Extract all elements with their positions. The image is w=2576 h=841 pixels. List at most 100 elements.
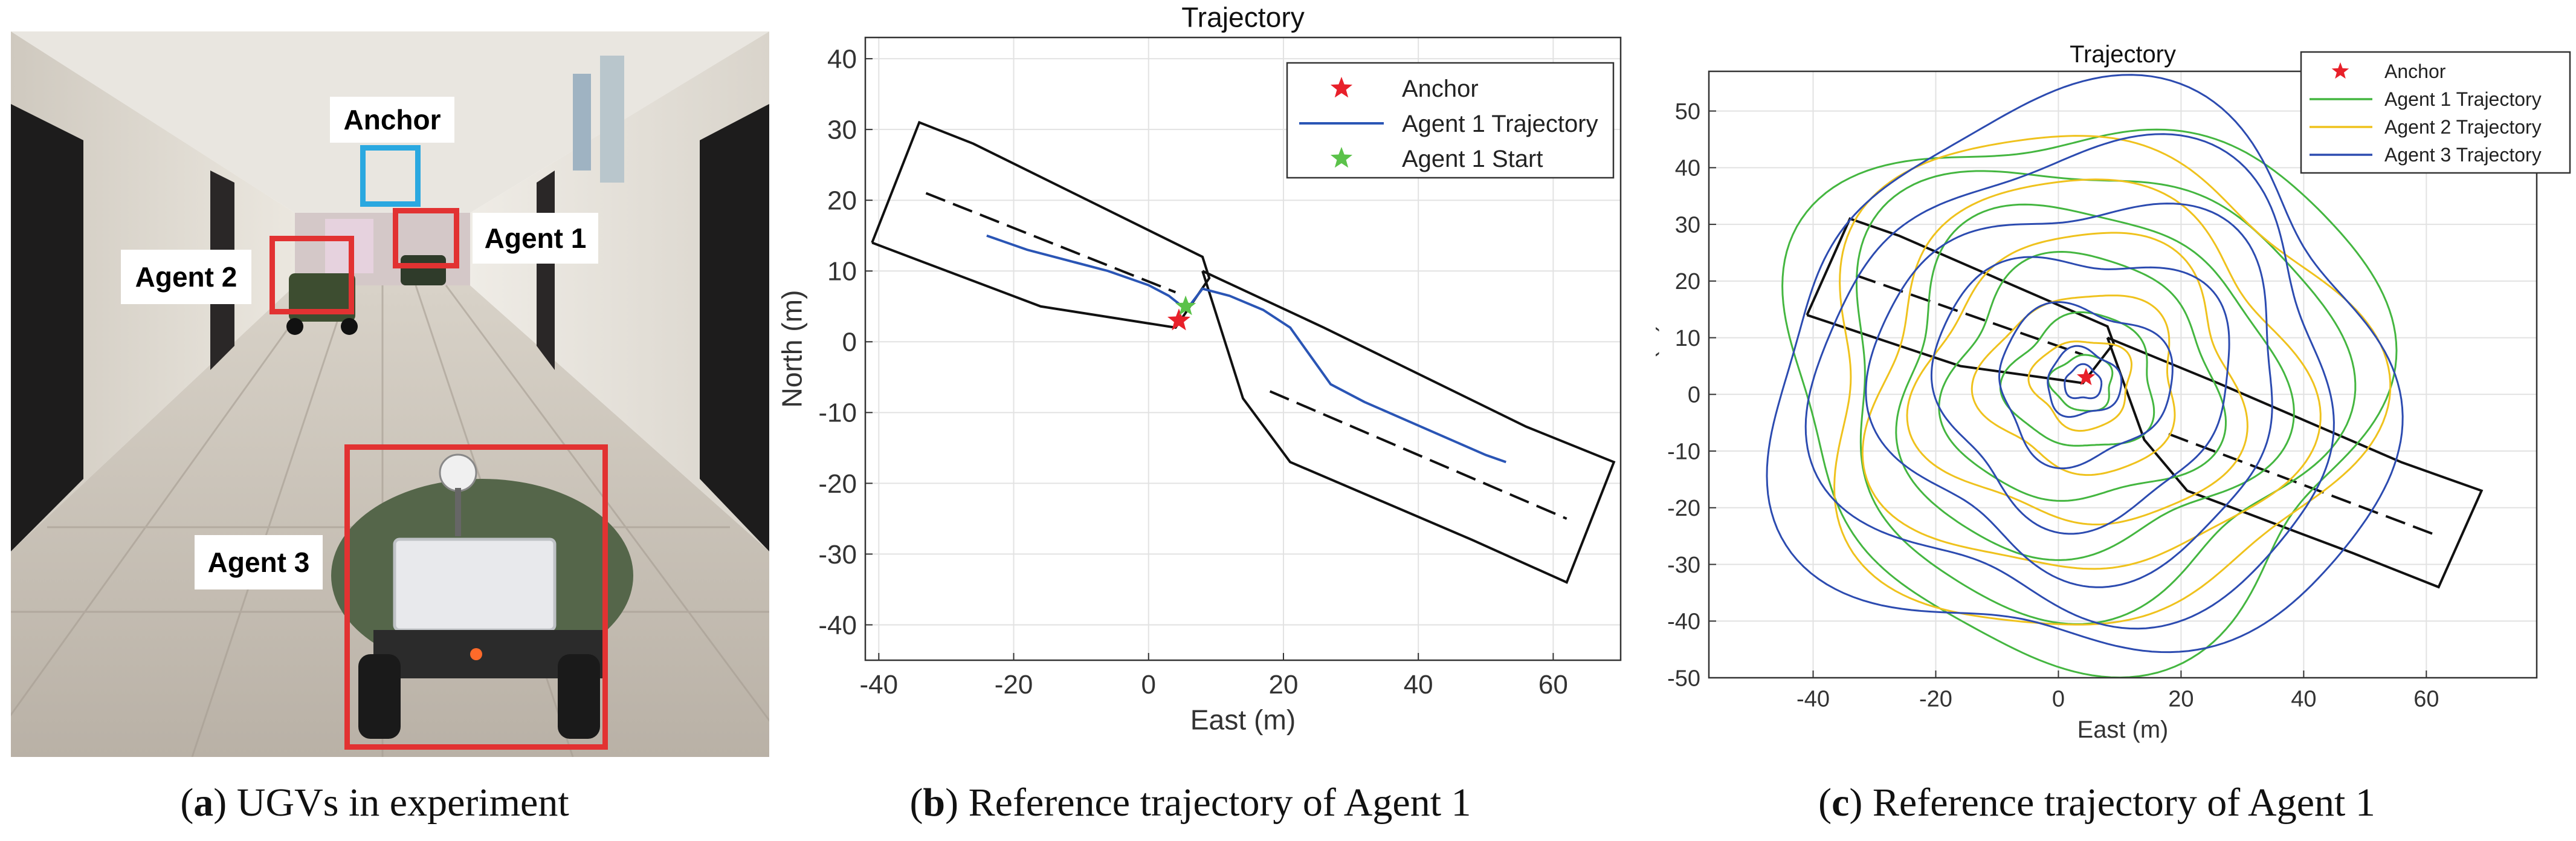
agent2-label-text: Agent 2	[135, 261, 237, 293]
y-tick-label: 30	[1675, 212, 1700, 238]
building-outline	[2106, 336, 2484, 589]
y-tick-label: -30	[1667, 553, 1700, 578]
y-tick-label: 50	[1675, 99, 1700, 125]
y-tick-label: 0	[842, 328, 857, 357]
building-corridor	[1855, 274, 2084, 356]
anchor-label-text: Anchor	[343, 104, 441, 135]
building-corridor	[2168, 433, 2439, 537]
trajectory-loop	[1998, 301, 2174, 470]
plot-frame	[864, 36, 1622, 661]
series-layer	[1766, 74, 2404, 678]
y-axis-label: North (m)	[776, 290, 807, 408]
y-tick-label: 20	[1675, 269, 1700, 294]
caption-c-letter: c	[1832, 781, 1850, 825]
x-tick-label: 0	[2052, 687, 2065, 712]
trajectory-loop	[2027, 340, 2133, 432]
agent1-start-marker	[1175, 295, 1196, 316]
building-corridor	[1269, 390, 1567, 520]
trajectory-loop	[1906, 232, 2248, 526]
x-tick-label: -20	[1919, 687, 1952, 712]
trajectory-loop	[1833, 135, 2392, 626]
y-tick-label: -40	[818, 611, 857, 640]
chart-title: Trajectory	[2070, 41, 2176, 68]
x-tick-label: 40	[2291, 687, 2316, 712]
trajectory-loop	[1971, 294, 2176, 476]
anchor-marker	[2076, 368, 2096, 386]
series-layer	[986, 234, 1506, 464]
y-tick-label: 40	[1675, 156, 1700, 181]
x-tick-label: 20	[1268, 670, 1298, 700]
x-tick-label: 20	[2168, 687, 2193, 712]
building-outline	[1806, 217, 2116, 385]
caption-a: (a) UGVs in experiment	[180, 781, 569, 825]
x-axis-label: East (m)	[1190, 704, 1296, 735]
building-corridor	[925, 192, 1177, 294]
y-tick-label: 10	[827, 257, 857, 287]
anchor-label: Anchor	[330, 97, 454, 143]
y-tick-label: -30	[818, 540, 857, 570]
plot-frame	[1708, 70, 2538, 679]
caption-b: (b) Reference trajectory of Agent 1	[909, 781, 1471, 825]
legend-marker	[1330, 77, 1353, 98]
x-tick-label: 60	[1538, 670, 1568, 700]
caption-a-letter: a	[193, 781, 214, 825]
legend-entry: Agent 1 Trajectory	[2384, 88, 2542, 110]
x-tick-label: -20	[995, 670, 1033, 700]
legend-entry: Agent 1 Trajectory	[1402, 111, 1598, 137]
y-tick-label: -10	[1667, 439, 1700, 464]
agent1-label-text: Agent 1	[484, 222, 587, 254]
y-tick-label: 0	[1688, 383, 1700, 408]
agent1-trajectory-line	[986, 234, 1506, 464]
agent1-label: Agent 1	[473, 213, 598, 264]
trajectory-loop	[2047, 345, 2123, 418]
y-tick-label: -40	[1667, 609, 1700, 635]
x-tick-label: 0	[1141, 670, 1156, 700]
legend-entry: Anchor	[2384, 60, 2446, 82]
agent1-box	[393, 208, 459, 268]
trajectory-loop	[1930, 256, 2230, 535]
caption-b-letter: b	[923, 781, 946, 825]
legend-entry: Agent 3 Trajectory	[2384, 144, 2542, 166]
anchor-box	[360, 145, 421, 207]
trajectory-loop	[1895, 203, 2295, 561]
x-tick-label: 60	[2413, 687, 2439, 712]
y-tick-label: 20	[827, 186, 857, 216]
y-tick-label: 40	[827, 45, 857, 74]
y-axis-label: North (m)	[1656, 323, 1659, 425]
legend-entry: Agent 1 Start	[1402, 146, 1543, 172]
trajectory-loop	[1865, 203, 2273, 588]
legend-marker	[2331, 62, 2349, 79]
trajectory-loop	[1855, 170, 2357, 625]
chart-b: -40 -20 0 20 40 60 -40 -30 -20 -10 0 10 20 30 40 Trajec…	[776, 1, 1622, 735]
building-outline	[871, 120, 1211, 330]
x-tick-label: 40	[1404, 670, 1433, 700]
legend-marker	[1330, 147, 1353, 168]
chart-title: Trajectory	[1181, 1, 1305, 33]
anchor-marker	[1167, 308, 1190, 331]
agent2-box	[270, 236, 354, 314]
y-tick-label: -20	[818, 469, 857, 499]
agent2-label: Agent 2	[121, 250, 251, 304]
agent3-label: Agent 3	[195, 535, 323, 589]
x-tick-label: -40	[1796, 687, 1830, 712]
legend-entry: Agent 2 Trajectory	[2384, 116, 2542, 138]
y-tick-label: -20	[1667, 496, 1700, 521]
caption-c-text: Reference trajectory of Agent 1	[1872, 781, 2375, 825]
trajectory-loop	[1938, 250, 2227, 502]
legend-box	[2300, 51, 2571, 174]
trajectory-loop	[1861, 178, 2322, 570]
agent3-box	[344, 444, 608, 750]
trajectory-loop	[2064, 363, 2103, 400]
building-outline	[1201, 270, 1616, 584]
agent3-label-text: Agent 3	[207, 547, 310, 578]
legend-entry: Anchor	[1402, 76, 1479, 102]
x-tick-label: -40	[860, 670, 899, 700]
y-tick-label: -50	[1667, 666, 1700, 691]
trajectory-loop	[1766, 74, 2404, 654]
x-axis-label: East (m)	[2077, 716, 2169, 743]
caption-b-text: Reference trajectory of Agent 1	[968, 781, 1471, 825]
y-tick-label: 30	[827, 115, 857, 145]
y-tick-label: -10	[818, 398, 857, 428]
trajectory-loop	[1781, 128, 2398, 678]
